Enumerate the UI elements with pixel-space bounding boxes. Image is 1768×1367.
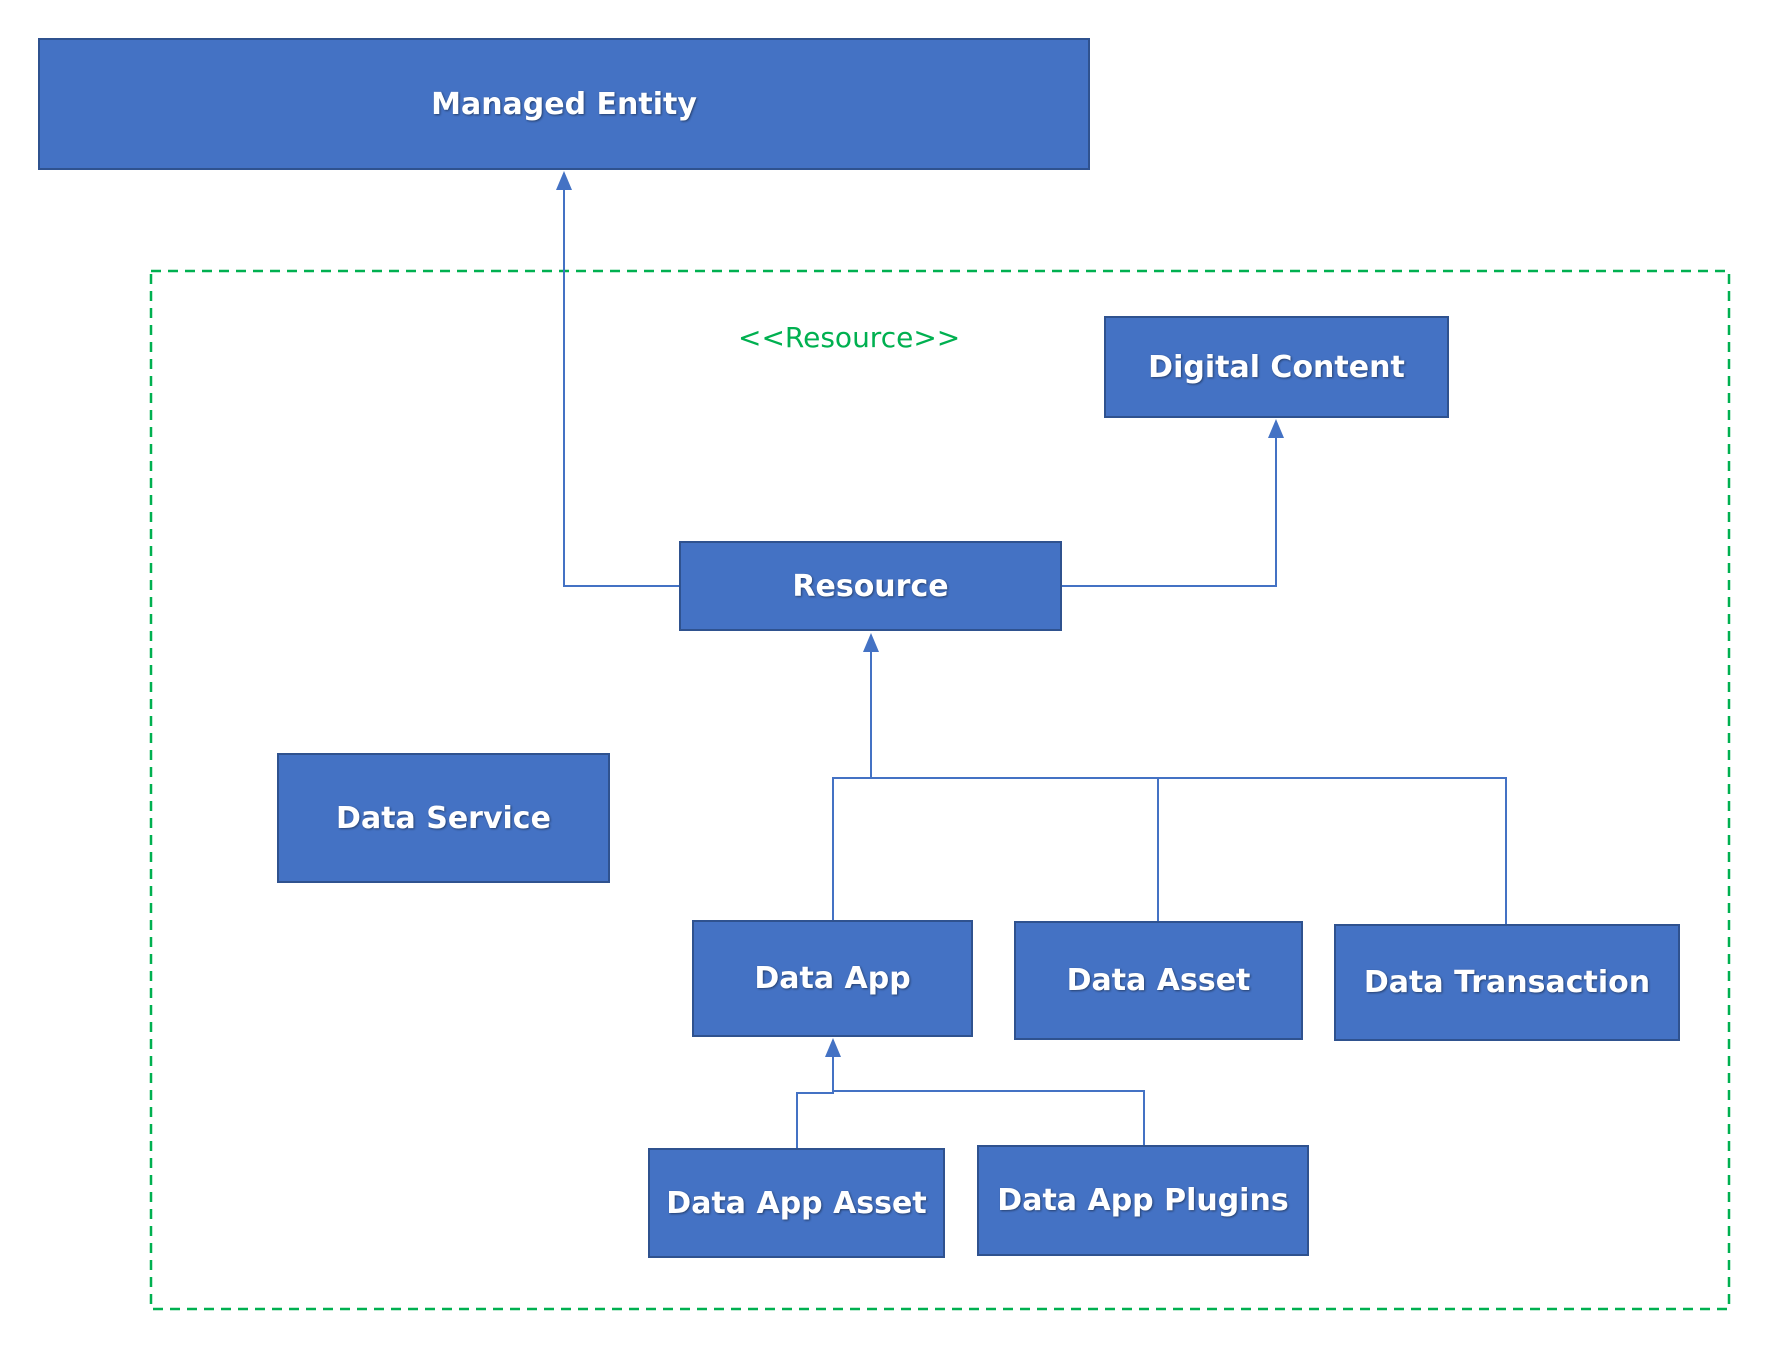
data-transaction-box: Data Transaction — [1334, 924, 1680, 1041]
connector-resource-to-managed-entity — [563, 183, 680, 587]
arrowhead-data-app — [825, 1038, 841, 1057]
digital-content-box: Digital Content — [1104, 316, 1449, 418]
resource-stereotype-label: <<Resource>> — [738, 321, 961, 354]
connector-bus-resource-children — [832, 777, 1507, 925]
data-service-box: Data Service — [277, 753, 610, 883]
managed-entity-box: Managed Entity — [38, 38, 1090, 170]
arrowhead-managed-entity — [556, 171, 572, 190]
arrowhead-digital-content — [1268, 419, 1284, 438]
data-app-box: Data App — [692, 920, 973, 1037]
resource-boundary — [149, 269, 1731, 1311]
data-asset-box: Data Asset — [1014, 921, 1303, 1040]
data-app-asset-box: Data App Asset — [648, 1148, 945, 1258]
arrowhead-resource — [863, 633, 879, 652]
connector-data-app-asset-to-data-app — [796, 1090, 1145, 1149]
connector-resource-to-digital-content — [1062, 436, 1277, 587]
resource-box: Resource — [679, 541, 1062, 631]
data-app-plugins-box: Data App Plugins — [977, 1145, 1309, 1256]
